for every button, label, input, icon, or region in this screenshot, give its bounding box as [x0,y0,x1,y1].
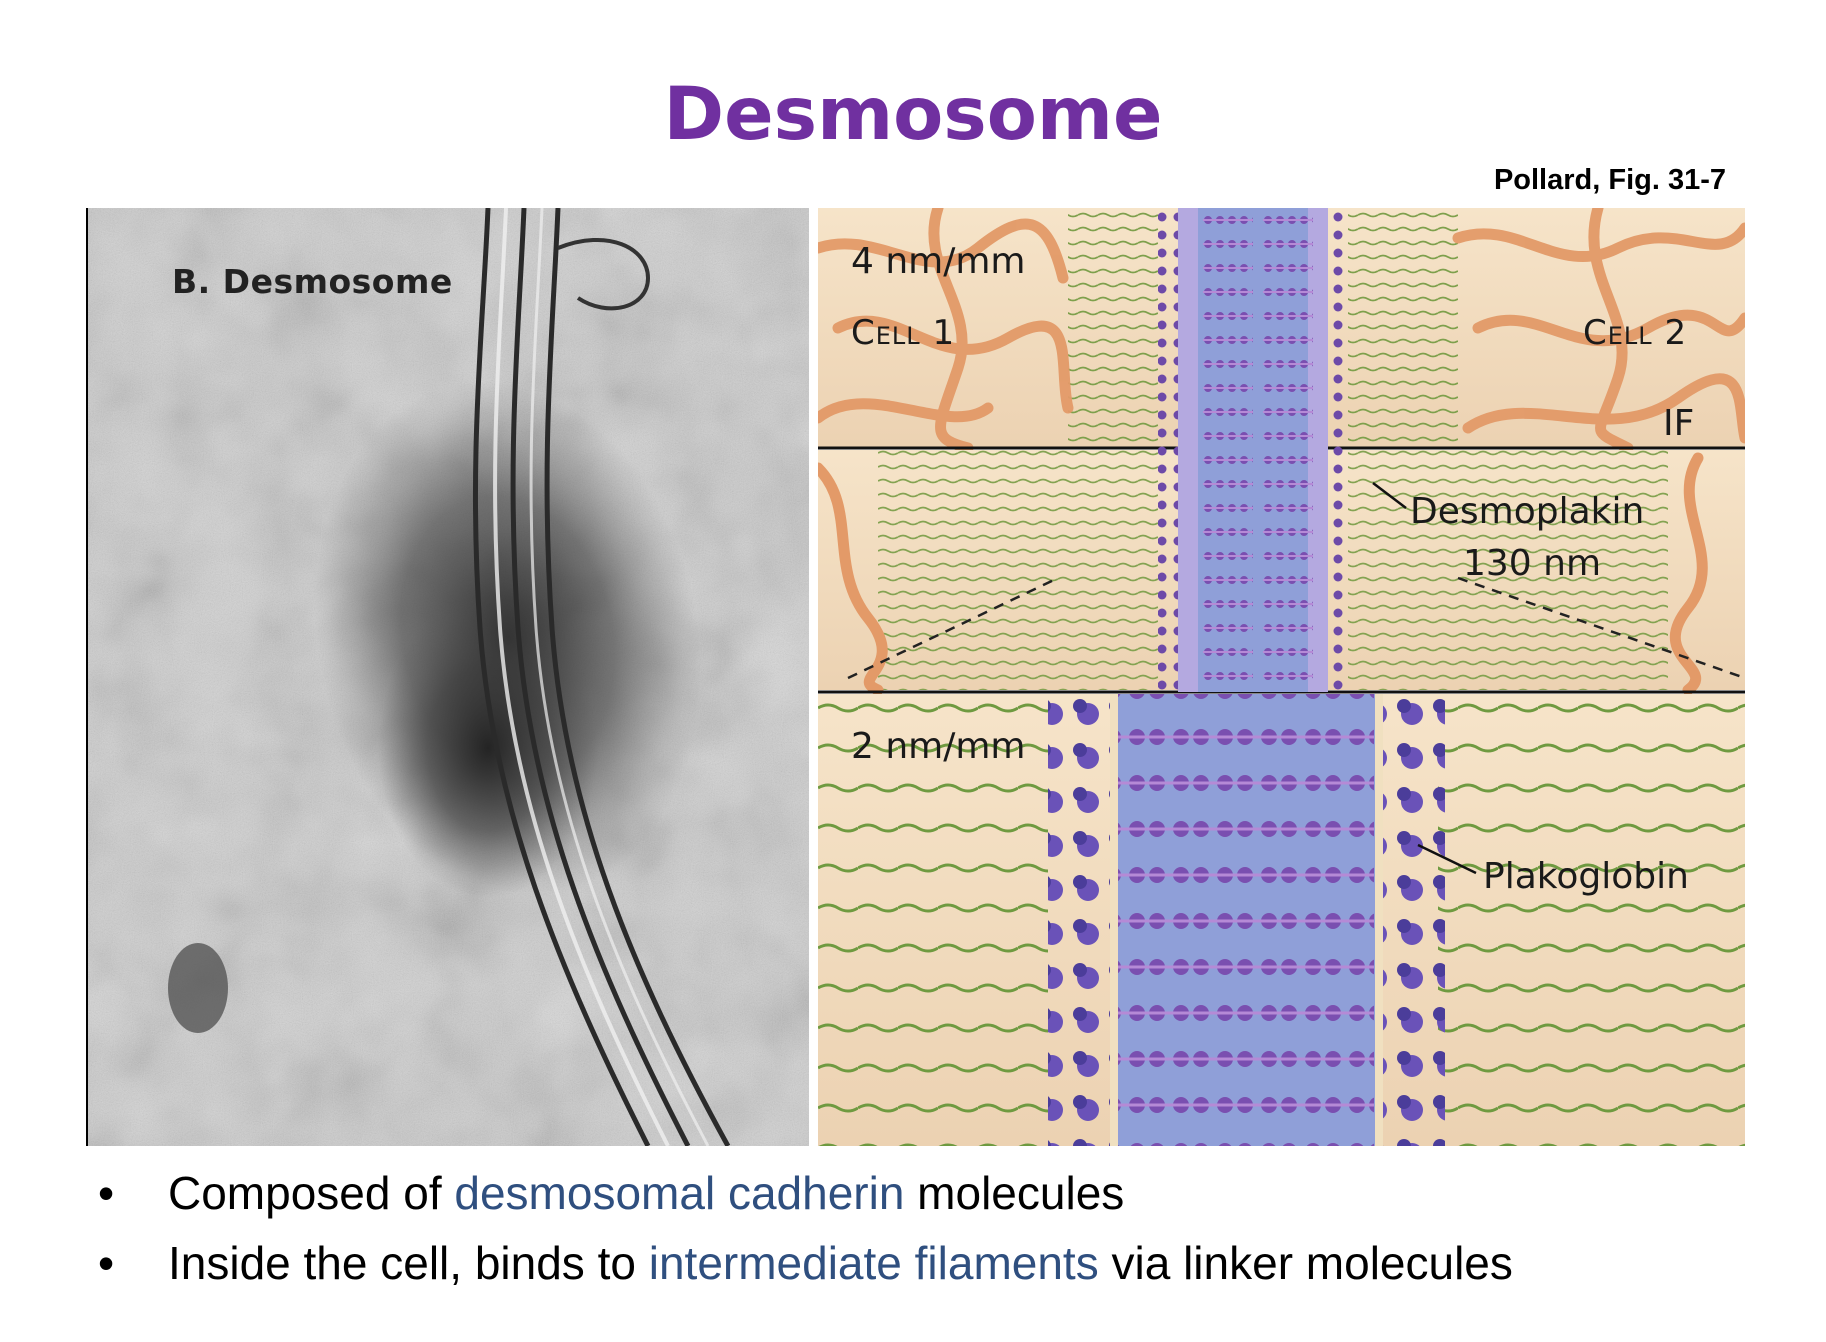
desmosome-diagram: 4 nm/mm Cell 1 Cell 2 IF Desmoplakin 130… [818,208,1745,1146]
electron-micrograph: B. Desmosome [86,208,809,1146]
bullet-text: molecules [904,1167,1125,1219]
micrograph-label: B. Desmosome [172,262,453,301]
bullet-text: Inside the cell, binds to [168,1237,649,1289]
bullet-highlight: desmosomal cadherin [454,1167,905,1219]
scale-label-bottom: 2 nm/mm [851,726,1026,767]
bullet-text: Composed of [168,1167,455,1219]
micrograph-image [88,208,809,1146]
diagram-artwork [818,208,1745,1146]
bullet-dot: • [98,1167,115,1219]
scale-label-top: 4 nm/mm [851,241,1026,282]
figure-citation: Pollard, Fig. 31-7 [1493,164,1726,196]
desmoplakin-length-label: 130 nm [1463,543,1602,584]
slide-title: Desmosome [663,72,1163,157]
bullet-text: via linker molecules [1098,1237,1513,1289]
bullet-item-2: • Inside the cell, binds to intermediate … [98,1228,1798,1298]
plakoglobin-label: Plakoglobin [1483,856,1689,897]
desmoplakin-label: Desmoplakin [1410,491,1645,532]
cell2-label: Cell 2 [1583,313,1688,353]
bullet-dot: • [98,1237,115,1289]
bullet-highlight: intermediate filaments [648,1237,1099,1289]
bullet-list: • Composed of desmosomal cadherin molecul… [98,1158,1798,1298]
cell1-label: Cell 1 [851,313,956,353]
if-label: IF [1663,403,1695,444]
bullet-item-1: • Composed of desmosomal cadherin molecul… [98,1158,1798,1228]
